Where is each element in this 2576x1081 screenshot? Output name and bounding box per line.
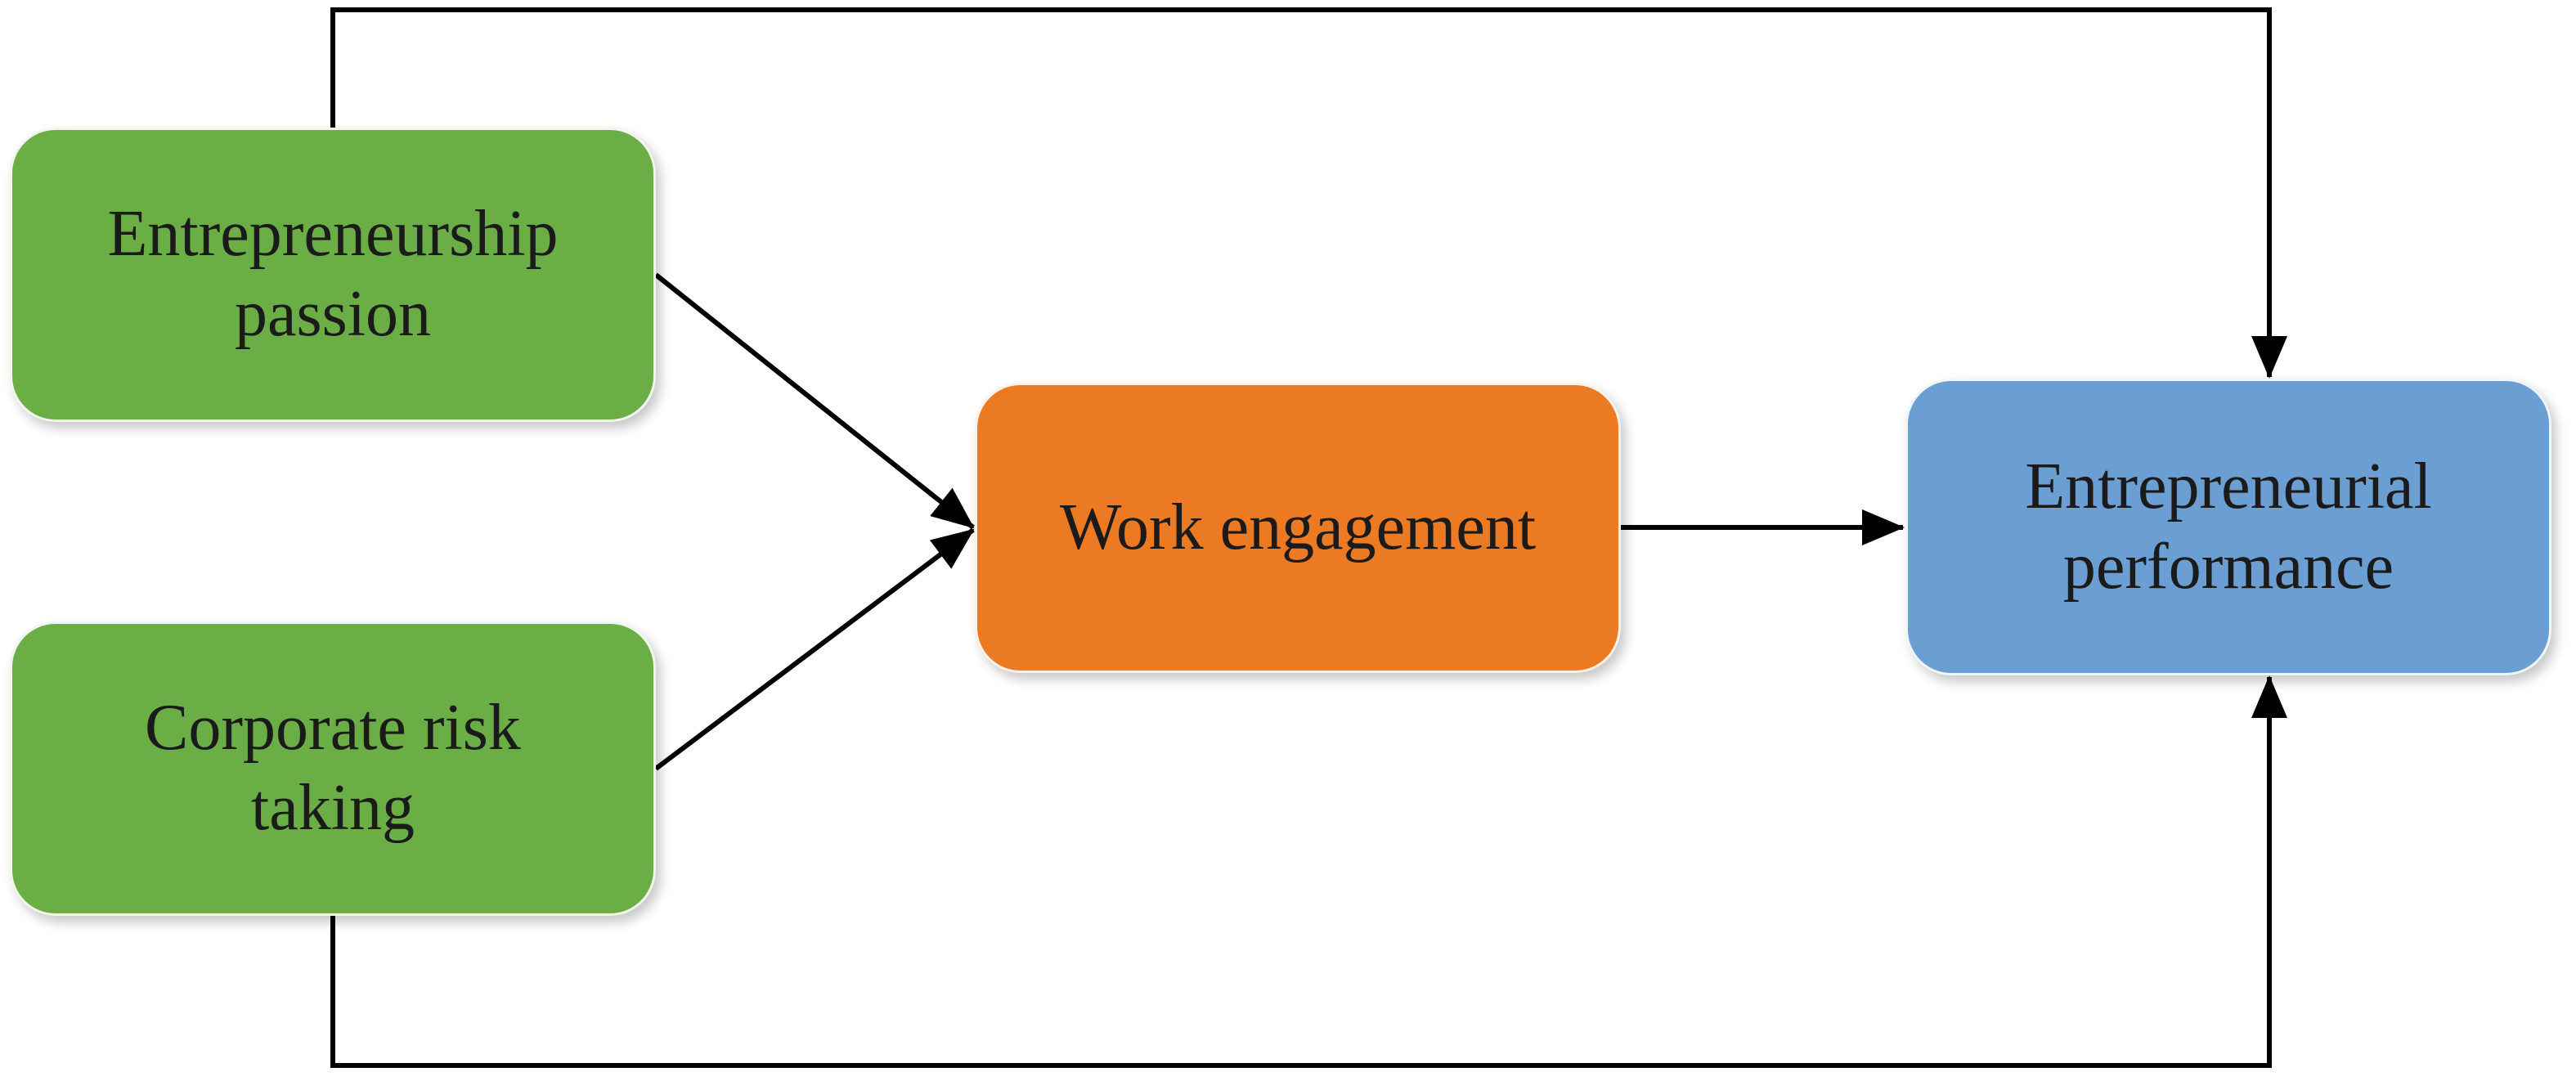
node-label-line: taking <box>251 772 415 844</box>
node-label: Entrepreneurial performance <box>2025 447 2432 607</box>
node-corporate-risk-taking: Corporate risk taking <box>10 621 656 916</box>
node-label-line: Entrepreneurship <box>107 198 559 271</box>
node-label-line: Entrepreneurial <box>2025 450 2432 523</box>
edge-risk-to-performance <box>330 675 2287 1068</box>
node-label-line: passion <box>235 278 431 350</box>
node-label-line: Corporate risk <box>145 692 521 765</box>
node-label: Entrepreneurship passion <box>108 195 559 354</box>
node-entrepreneurial-performance: Entrepreneurial performance <box>1905 379 2551 675</box>
node-label: Work engagement <box>1060 488 1536 568</box>
node-work-engagement: Work engagement <box>975 383 1621 673</box>
node-entrepreneurship-passion: Entrepreneurship passion <box>10 128 656 422</box>
edge-risk-to-work <box>654 527 975 771</box>
edge-passion-to-work <box>654 272 975 530</box>
node-label: Corporate risk taking <box>145 689 521 848</box>
node-label-line: Work engagement <box>1059 491 1537 563</box>
edge-passion-to-performance <box>330 7 2287 379</box>
node-label-line: performance <box>2062 530 2394 603</box>
